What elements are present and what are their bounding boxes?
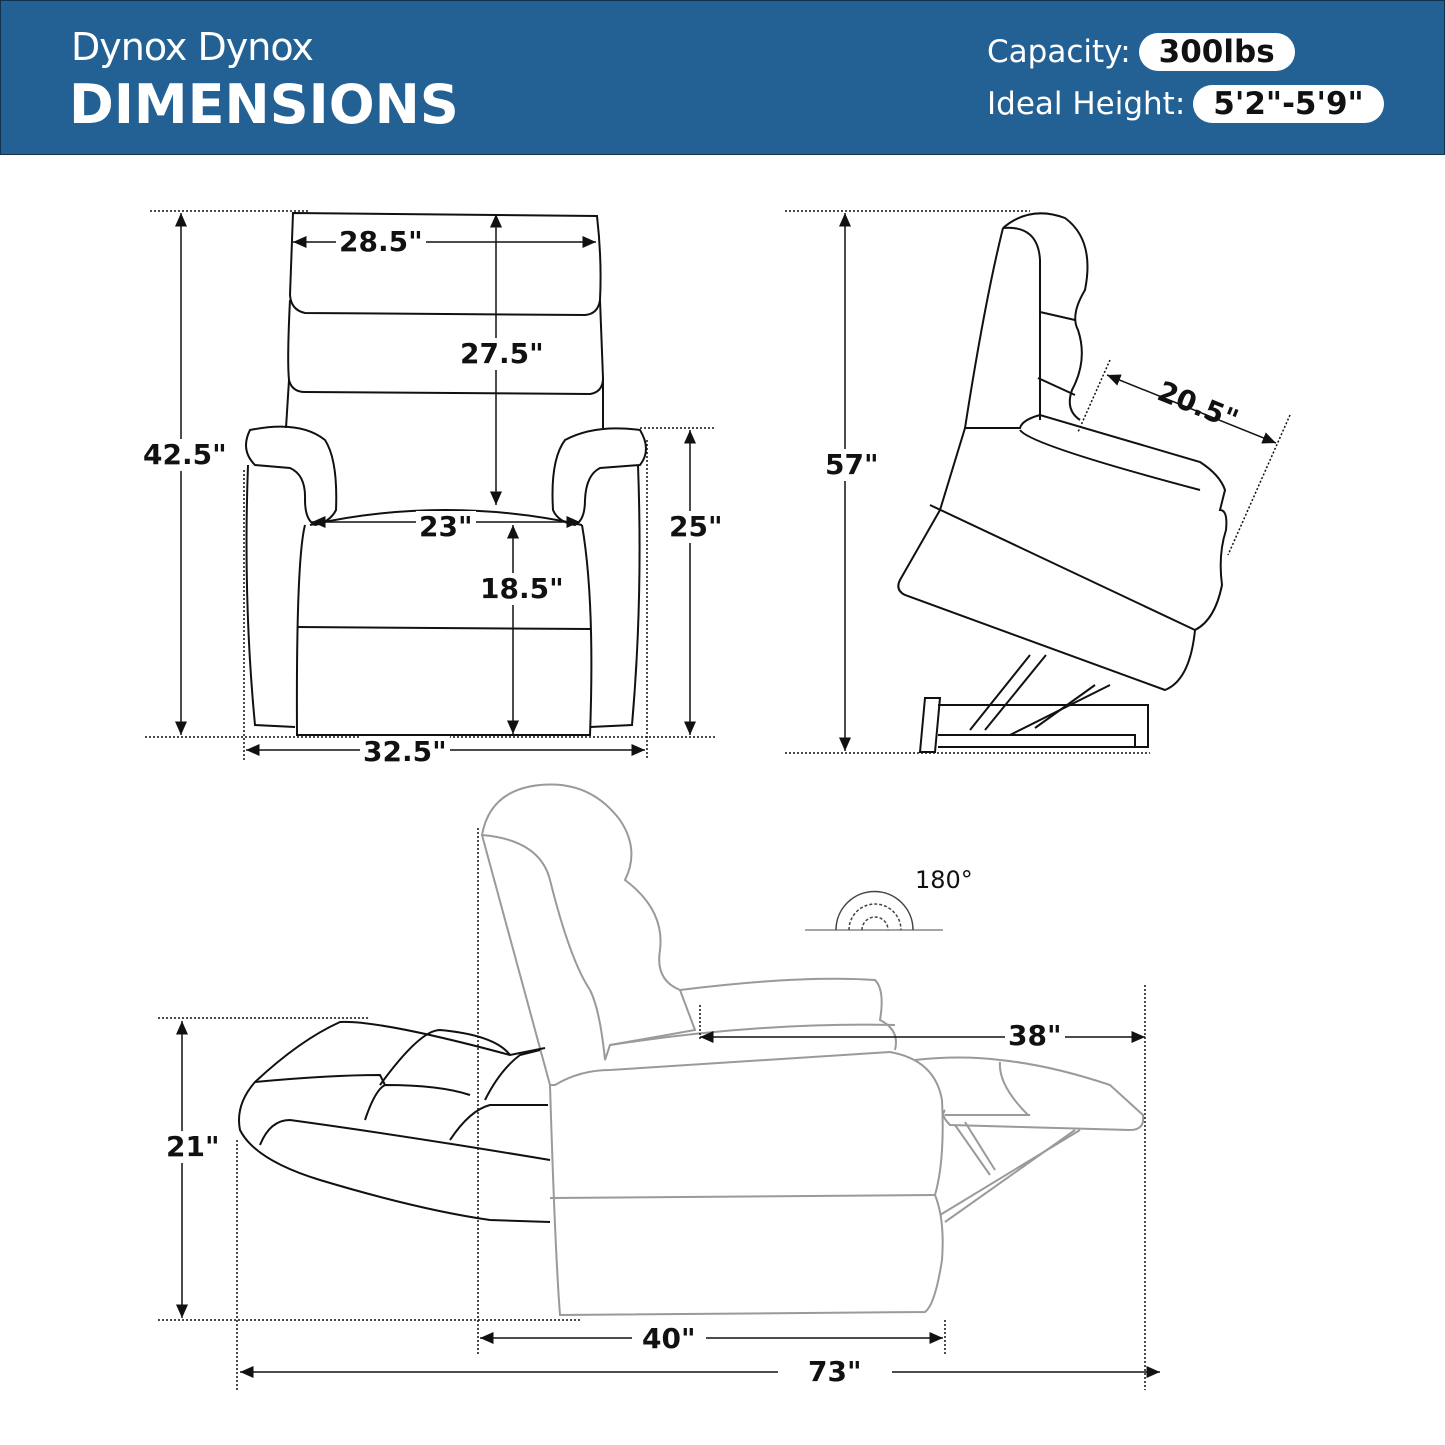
ideal-height-label: Ideal Height: [987,86,1186,122]
seat-width-label: 23" [416,511,476,543]
seat-height-label: 18.5" [477,573,567,605]
front-view-dimension-lines [145,210,715,760]
recline-angle-label: 180° [915,866,973,894]
side-view-dimension-lines [785,210,1291,754]
side-view-chair [897,212,1228,753]
arm-height-label: 25" [666,511,726,543]
capacity-label: Capacity: [987,34,1131,70]
back-width-label: 28.5" [336,226,426,258]
recline-height-label: 21" [163,1131,223,1163]
recline-footrest [238,1020,551,1223]
back-height-label: 27.5" [457,338,547,370]
ideal-height-spec: Ideal Height: 5'2"-5'9" [987,85,1384,123]
lift-height-label: 57" [822,449,882,481]
total-width-label: 32.5" [360,736,450,768]
total-length-label: 73" [778,1356,892,1388]
page-title: DIMENSIONS [69,73,459,136]
ideal-height-value: 5'2"-5'9" [1193,85,1384,123]
footrest-length-label: 38" [1005,1020,1065,1052]
recline-view-dimension-lines [158,828,1160,1390]
capacity-value: 300lbs [1138,33,1295,71]
brand-logo: Dynox Dynox [71,25,314,69]
recline-view-chair [480,783,1145,1317]
header-banner: Dynox Dynox DIMENSIONS Capacity: 300lbs … [0,0,1445,155]
recline-depth-label: 40" [632,1323,706,1355]
recline-angle-icon [805,890,943,931]
total-height-label: 42.5" [140,439,230,471]
capacity-spec: Capacity: 300lbs [987,33,1295,71]
front-view-chair [245,211,647,736]
